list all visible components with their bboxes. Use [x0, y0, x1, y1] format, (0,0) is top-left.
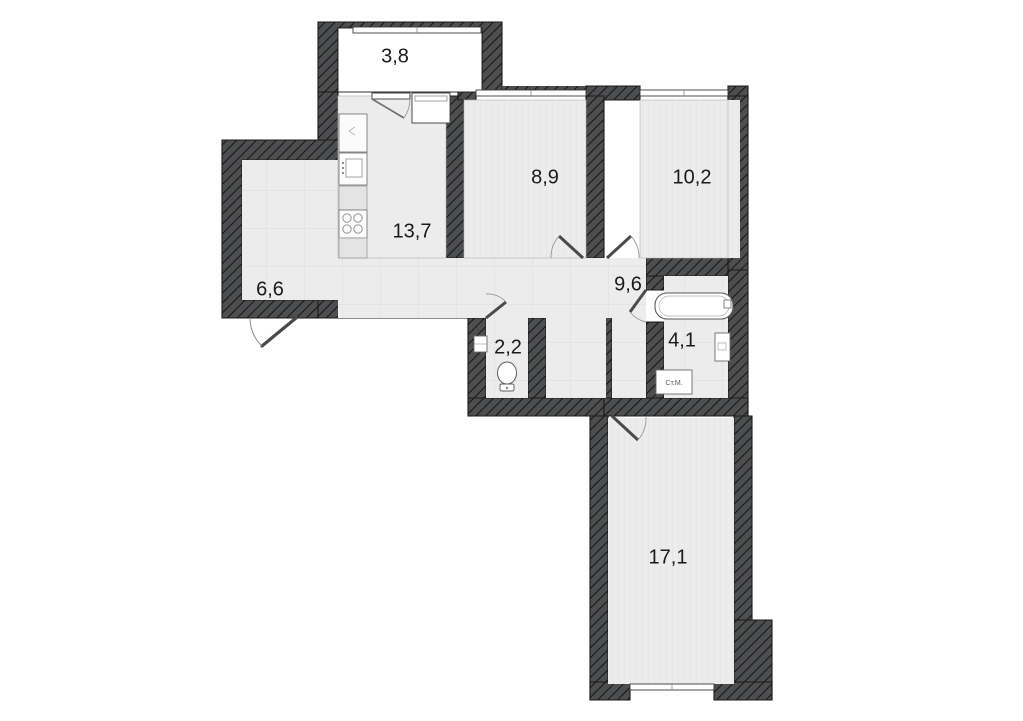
- wall-living-left: [589, 415, 609, 701]
- floor-bedroom2-outline: [639, 99, 729, 259]
- wall-wc-left: [467, 317, 487, 399]
- room-floors: [242, 27, 740, 684]
- wall-living-bottom-left: [589, 681, 631, 701]
- wc-sink: [473, 335, 488, 353]
- bedroom2-door: [605, 234, 640, 260]
- area-label-bathroom: 4,1: [668, 329, 696, 351]
- floor-corridor-stub-right: [612, 318, 646, 398]
- area-label-wc: 2,2: [494, 336, 522, 358]
- wall-bedroom-partition: [585, 95, 605, 259]
- bathroom-sink: [714, 332, 731, 362]
- kitchen-stove: [338, 209, 368, 239]
- kitchen-counter-upper: [338, 185, 368, 211]
- area-label-corridor: 9,6: [614, 273, 642, 295]
- toilet: [497, 361, 517, 392]
- balcony-window: [352, 26, 482, 34]
- area-label-bedroom1: 8,9: [531, 166, 559, 188]
- wc-door: [485, 293, 507, 320]
- floor-bedroom1-outline: [463, 99, 587, 259]
- bedroom2-window: [639, 89, 729, 97]
- floor-bedroom1: [464, 100, 586, 258]
- bedroom1-door: [550, 234, 585, 260]
- windows: [352, 26, 729, 691]
- floor-entry-hall: [242, 160, 338, 300]
- wall-bath-jamb: [645, 275, 665, 291]
- wall-bath-bottom: [603, 397, 749, 417]
- entry-door: [249, 316, 298, 348]
- doors: [249, 92, 648, 442]
- living-room-door: [610, 414, 647, 442]
- kitchen-appliance: [338, 152, 368, 186]
- floor-balcony: [337, 27, 483, 93]
- floor-bedroom2: [640, 100, 740, 258]
- washing-machine: Ст.М.: [655, 369, 693, 395]
- wall-wc-bottom: [467, 397, 605, 417]
- area-labels: 3,8 13,7 8,9 10,2 6,6 9,6 2,2 4,1 17,1: [256, 45, 711, 568]
- area-label-kitchen: 13,7: [393, 220, 432, 242]
- wall-living-right-upper: [733, 415, 753, 621]
- area-label-bedroom2: 10,2: [673, 166, 712, 188]
- kitchen-counter-lower: [338, 237, 368, 259]
- wall-wc-right: [527, 317, 547, 399]
- bathtub: [654, 292, 734, 320]
- wall-spine-upper: [317, 91, 339, 141]
- balcony-door: [371, 92, 451, 124]
- floor-corridor-lower: [546, 276, 606, 398]
- bedroom1-window: [475, 89, 587, 97]
- floor-living: [608, 418, 734, 684]
- area-label-living: 17,1: [649, 546, 688, 568]
- floor-living-group: [608, 418, 734, 684]
- fixtures: Ст.М.: [338, 113, 734, 395]
- washing-machine-label: Ст.М.: [665, 380, 682, 387]
- floor-bedroom1-group: [464, 100, 586, 258]
- wall-corridor-bath: [645, 257, 729, 277]
- wall-living-bottom-right: [713, 681, 773, 701]
- floor-bedroom2-group: [640, 100, 740, 258]
- area-label-balcony: 3,8: [381, 45, 409, 67]
- kitchen-sink: [338, 113, 368, 153]
- bathroom-door: [628, 289, 648, 323]
- wall-bath-right: [727, 269, 749, 417]
- area-label-entry-hall: 6,6: [256, 278, 284, 300]
- living-window: [629, 683, 715, 691]
